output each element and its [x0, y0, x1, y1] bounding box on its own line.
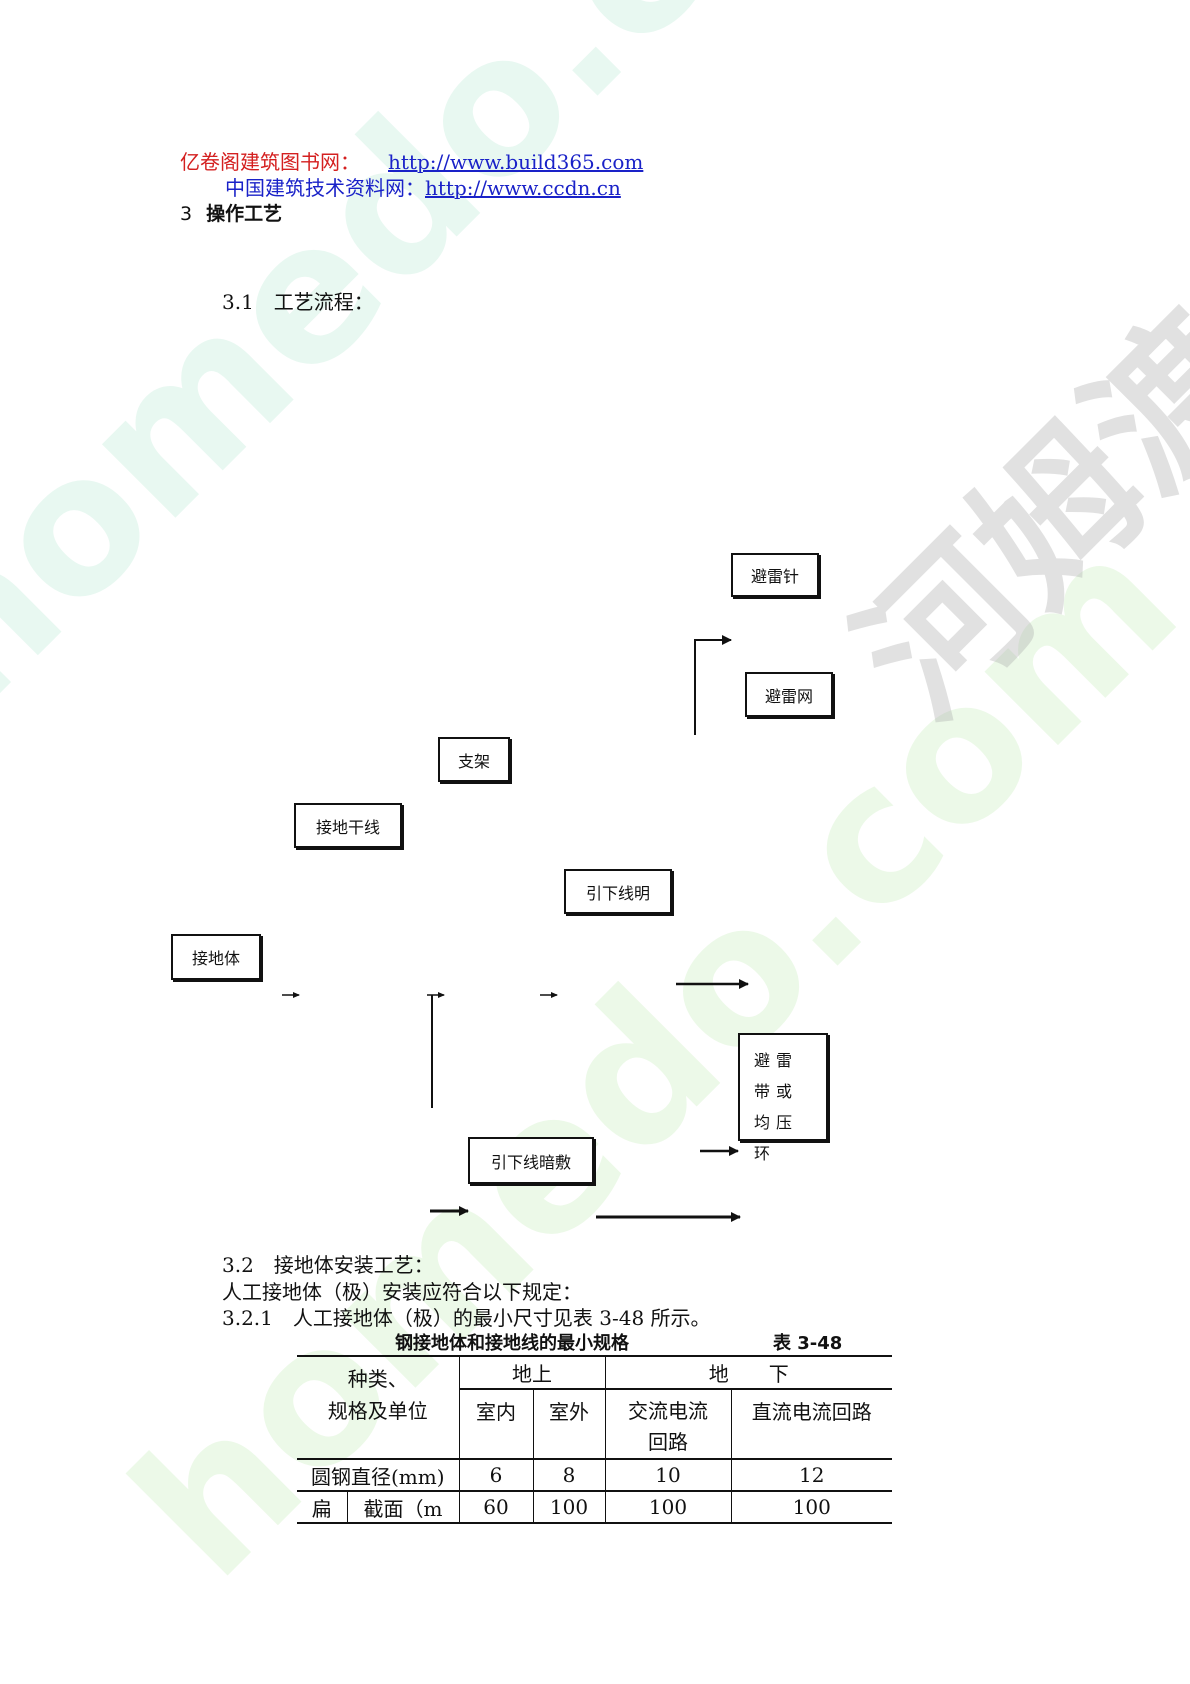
table-number: 表 3-48	[773, 1333, 843, 1354]
table-cell: 100	[730, 1490, 892, 1524]
header-site-label: 中国建筑技术资料网：	[225, 176, 425, 200]
table-header-cell: 种类、 规格及单位	[297, 1355, 460, 1460]
flow-box-grounding-trunk: 接地干线	[294, 803, 402, 848]
table-cell-label-a: 扁	[297, 1490, 348, 1524]
table-caption: 钢接地体和接地线的最小规格	[395, 1333, 629, 1354]
table-cell: 60	[458, 1490, 534, 1524]
spec-table: 种类、 规格及单位 地上 地 下 室内 室外 交流电流回路 直流电流回路 圆钢直…	[297, 1355, 892, 1524]
table-header-outdoor: 室外	[532, 1388, 606, 1460]
subsection-3-2: 3.2 接地体安装工艺：	[222, 1253, 434, 1277]
table-row: 室内 室外 交流电流回路 直流电流回路	[297, 1388, 892, 1460]
header-site-label: 亿卷阁建筑图书网：	[180, 150, 360, 174]
flow-box-lightning-rod: 避雷针	[731, 553, 819, 597]
header-site-link[interactable]: http://www.build365.com	[388, 150, 644, 174]
table-cell: 100	[532, 1490, 606, 1524]
section-title: 操作工艺	[206, 203, 283, 225]
table-row: 圆钢直径(mm) 6 8 10 12	[297, 1458, 892, 1492]
header-line-2: 中国建筑技术资料网：http://www.ccdn.cn	[225, 172, 621, 201]
table-header-dc: 直流电流回路	[730, 1388, 892, 1460]
table-row: 扁 截面（m 60 100 100 100	[297, 1490, 892, 1524]
table-header-above: 地上	[458, 1355, 606, 1390]
table-cell: 6	[458, 1458, 534, 1492]
subsection-3-2-1: 3.2.1 人工接地体（极）的最小尺寸见表 3-48 所示。	[222, 1306, 711, 1330]
flow-box-lightning-net: 避雷网	[745, 672, 833, 717]
table-header-type-line2: 规格及单位	[327, 1399, 428, 1423]
table-header-ac: 交流电流回路	[604, 1388, 732, 1460]
flow-box-down-conductor-concealed: 引下线暗敷	[468, 1137, 594, 1184]
arrow-up-to-needle	[694, 635, 732, 735]
table-header-type-line1: 种类、	[347, 1367, 408, 1391]
flow-box-down-conductor-exposed: 引下线明	[564, 869, 672, 914]
flow-box-grounding-body: 接地体	[171, 934, 261, 980]
table-row: 种类、 规格及单位 地上 地 下	[297, 1355, 892, 1460]
header-line-1: 亿卷阁建筑图书网： http://www.build365.com	[180, 146, 643, 175]
paragraph: 人工接地体（极）安装应符合以下规定：	[222, 1280, 582, 1304]
table-cell: 12	[730, 1458, 892, 1492]
section-heading: 3 操作工艺	[180, 199, 282, 226]
table-cell: 100	[604, 1490, 732, 1524]
section-number: 3	[180, 203, 193, 225]
table-cell-label: 圆钢直径(mm)	[297, 1458, 460, 1492]
table-cell: 10	[604, 1458, 732, 1492]
table-cell-label-b: 截面（m	[346, 1490, 460, 1524]
table-cell: 8	[532, 1458, 606, 1492]
subsection-3-1: 3.1 工艺流程：	[222, 290, 374, 314]
table-header-below: 地 下	[604, 1355, 892, 1390]
flow-box-bracket: 支架	[438, 737, 510, 782]
header-site-link[interactable]: http://www.ccdn.cn	[425, 176, 621, 200]
table-header-indoor: 室内	[459, 1388, 534, 1460]
flow-box-lightning-band: 避雷带或均压环	[738, 1033, 828, 1163]
